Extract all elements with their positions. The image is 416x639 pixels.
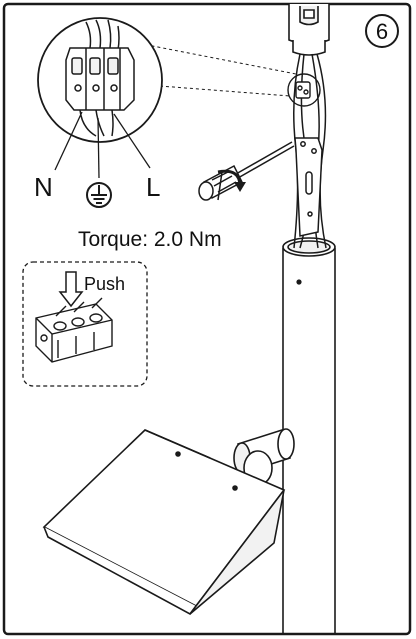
push-label: Push bbox=[84, 274, 125, 294]
luminaire-fixture bbox=[42, 428, 295, 616]
push-inset-panel bbox=[22, 261, 148, 387]
page-frame bbox=[2, 2, 412, 636]
step-number-badge: 6 bbox=[365, 14, 399, 48]
push-arrow-icon bbox=[58, 271, 84, 308]
earth-ground-icon bbox=[86, 182, 112, 208]
torque-spec: Torque: 2.0 Nm bbox=[78, 228, 222, 251]
screwdriver bbox=[198, 141, 295, 201]
detail-leader-lines bbox=[121, 39, 297, 97]
lever-connector bbox=[35, 297, 113, 363]
wire-label-leaders bbox=[54, 111, 151, 179]
live-label: L bbox=[146, 172, 160, 202]
rotation-arrowhead-icon bbox=[234, 182, 246, 192]
step-number: 6 bbox=[376, 19, 388, 44]
mounting-bracket bbox=[294, 137, 323, 237]
neutral-label: N bbox=[34, 172, 53, 202]
pole-connector bbox=[287, 73, 321, 107]
connector-detail-magnifier bbox=[37, 17, 163, 143]
pole bbox=[282, 4, 336, 634]
